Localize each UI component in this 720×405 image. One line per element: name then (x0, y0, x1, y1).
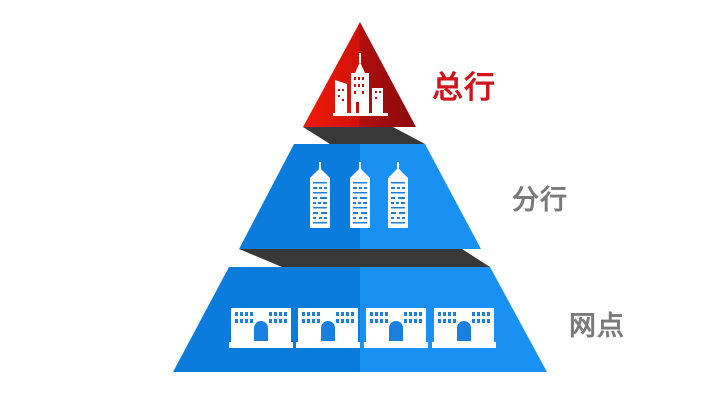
level-label-headquarters: 总行 (432, 70, 496, 106)
level-separator-band (303, 127, 425, 144)
level-middle-right (360, 144, 481, 249)
headquarters-building-icon (333, 53, 388, 116)
level-separator-band (239, 249, 490, 267)
level-label-outlet: 网点 (569, 311, 625, 342)
level-middle-left (239, 144, 360, 249)
level-label-branch: 分行 (512, 185, 568, 216)
